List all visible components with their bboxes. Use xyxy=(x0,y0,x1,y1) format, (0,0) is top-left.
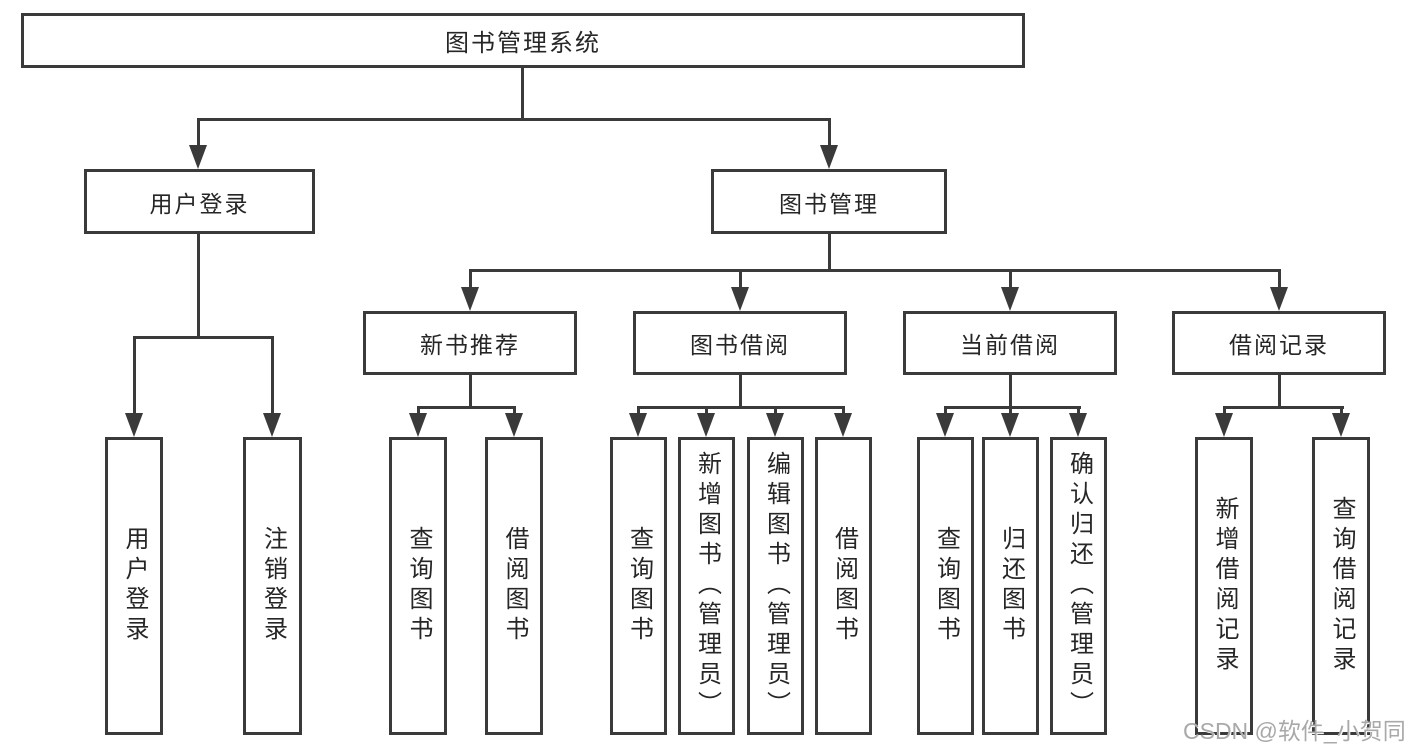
arrowhead-cb-confirm xyxy=(1069,413,1087,437)
connector-drop-book-management xyxy=(828,118,831,152)
node-borrow-records: 借阅记录 xyxy=(1172,311,1386,375)
csdn-watermark: CSDN @软件_小贺同学 xyxy=(1183,718,1405,744)
leaf-br-add-record: 新增借阅记录 xyxy=(1195,437,1253,735)
leaf-br-query-record: 查询借阅记录 xyxy=(1312,437,1370,735)
connector-nbr-rail xyxy=(417,406,516,409)
connector-bookmgmt-stem xyxy=(828,234,831,272)
connector-drop-cb-confirm xyxy=(1077,406,1080,418)
connector-bookmgmt-rail xyxy=(469,269,1281,272)
leaf-cb-confirm-return: 确认归还（管理员） xyxy=(1050,437,1107,735)
leaf-bb-add-books: 新增图书（管理员） xyxy=(678,437,735,735)
connector-br-rail xyxy=(1223,406,1344,409)
connector-drop-bb-add xyxy=(705,406,708,418)
connector-root-stem xyxy=(521,68,524,118)
connector-drop-user-login xyxy=(197,118,200,152)
connector-drop-leaf-logout xyxy=(271,336,274,416)
connector-nbr-stem xyxy=(469,375,472,409)
connector-root-rail xyxy=(197,118,830,121)
arrowhead-new-book-recommend xyxy=(461,287,479,311)
node-user-login: 用户登录 xyxy=(84,169,315,234)
leaf-nbr-borrow-books: 借阅图书 xyxy=(485,437,543,735)
connector-cb-stem xyxy=(1009,375,1012,409)
connector-bb-rail xyxy=(637,406,845,409)
connector-br-stem xyxy=(1278,375,1281,409)
arrowhead-cb-return xyxy=(1001,413,1019,437)
connector-drop-new-book-recommend xyxy=(469,269,472,291)
connector-drop-bb-borrow xyxy=(842,406,845,418)
connector-drop-bb-edit xyxy=(774,406,777,418)
leaf-nbr-query-books: 查询图书 xyxy=(389,437,447,735)
leaf-bb-borrow-books: 借阅图书 xyxy=(815,437,872,735)
connector-drop-cb-query xyxy=(944,406,947,418)
node-book-borrow: 图书借阅 xyxy=(633,311,847,375)
connector-drop-br-query xyxy=(1340,406,1343,418)
connector-drop-nbr-query xyxy=(417,406,420,418)
arrowhead-bb-add xyxy=(697,413,715,437)
node-new-book-recommend: 新书推荐 xyxy=(363,311,577,375)
arrowhead-nbr-borrow xyxy=(505,413,523,437)
leaf-logout: 注销登录 xyxy=(243,437,302,735)
arrowhead-leaf-logout xyxy=(263,413,281,437)
node-book-management-system: 图书管理系统 xyxy=(21,13,1025,68)
leaf-cb-return-books: 归还图书 xyxy=(982,437,1039,735)
arrowhead-book-management xyxy=(820,145,838,169)
arrowhead-current-borrow xyxy=(1001,287,1019,311)
arrowhead-leaf-user-login xyxy=(125,413,143,437)
node-current-borrow: 当前借阅 xyxy=(903,311,1117,375)
arrowhead-bb-edit xyxy=(766,413,784,437)
connector-drop-cb-return xyxy=(1009,406,1012,418)
connector-drop-nbr-borrow xyxy=(513,406,516,418)
arrowhead-user-login xyxy=(189,145,207,169)
connector-cb-rail xyxy=(944,406,1081,409)
arrowhead-book-borrow xyxy=(731,287,749,311)
arrowhead-br-add xyxy=(1215,413,1233,437)
connector-drop-borrow-records xyxy=(1278,269,1281,291)
connector-userlogin-stem xyxy=(197,234,200,338)
arrowhead-borrow-records xyxy=(1270,287,1288,311)
arrowhead-bb-borrow xyxy=(834,413,852,437)
arrowhead-nbr-query xyxy=(409,413,427,437)
arrowhead-bb-query xyxy=(629,413,647,437)
arrowhead-cb-query xyxy=(936,413,954,437)
connector-userlogin-rail xyxy=(133,336,274,339)
connector-drop-bb-query xyxy=(637,406,640,418)
connector-drop-leaf-user-login xyxy=(133,336,136,416)
leaf-bb-query-books: 查询图书 xyxy=(610,437,667,735)
arrowhead-br-query xyxy=(1332,413,1350,437)
leaf-user-login: 用户登录 xyxy=(105,437,163,735)
leaf-cb-query-books: 查询图书 xyxy=(917,437,974,735)
connector-drop-current-borrow xyxy=(1009,269,1012,291)
connector-drop-book-borrow xyxy=(739,269,742,291)
node-book-management: 图书管理 xyxy=(711,169,947,234)
leaf-bb-edit-books: 编辑图书（管理员） xyxy=(747,437,804,735)
connector-bb-stem xyxy=(739,375,742,409)
connector-drop-br-add xyxy=(1223,406,1226,418)
